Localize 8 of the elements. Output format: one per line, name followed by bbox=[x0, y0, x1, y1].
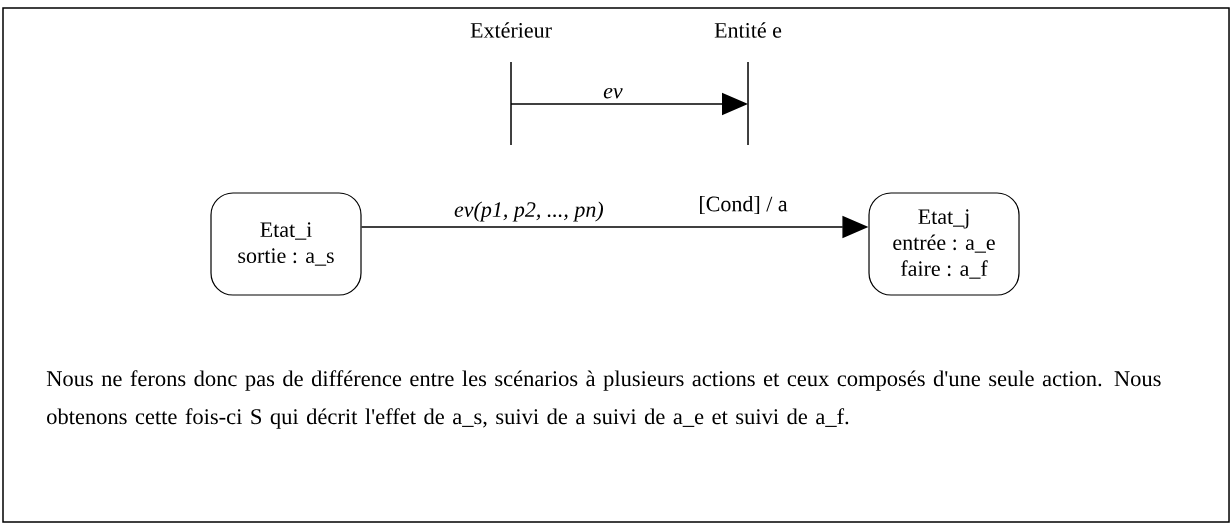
state-box: Etat_j entrée : a_e faire : a_f bbox=[868, 192, 1020, 296]
lifeline-label: Extérieur bbox=[470, 22, 552, 38]
paragraph: Nous ne ferons donc pas de différence entre les scénarios à plusieurs actions et ceux composés d'une seule action. Nous obtenons cette fois-ci S qui décrit l'effet de a_s, suivi de a suivi de a_e et suivi de a_f. bbox=[46, 370, 1161, 429]
edge-label: ev(p1, p2, ..., pn) bbox=[454, 201, 603, 222]
guard-label: [Cond] / a bbox=[700, 195, 788, 215]
lifeline-label: Entité e bbox=[714, 22, 782, 38]
edge-label: ev bbox=[603, 87, 623, 99]
state-box: Etat_i sortie : a_s bbox=[210, 192, 362, 296]
